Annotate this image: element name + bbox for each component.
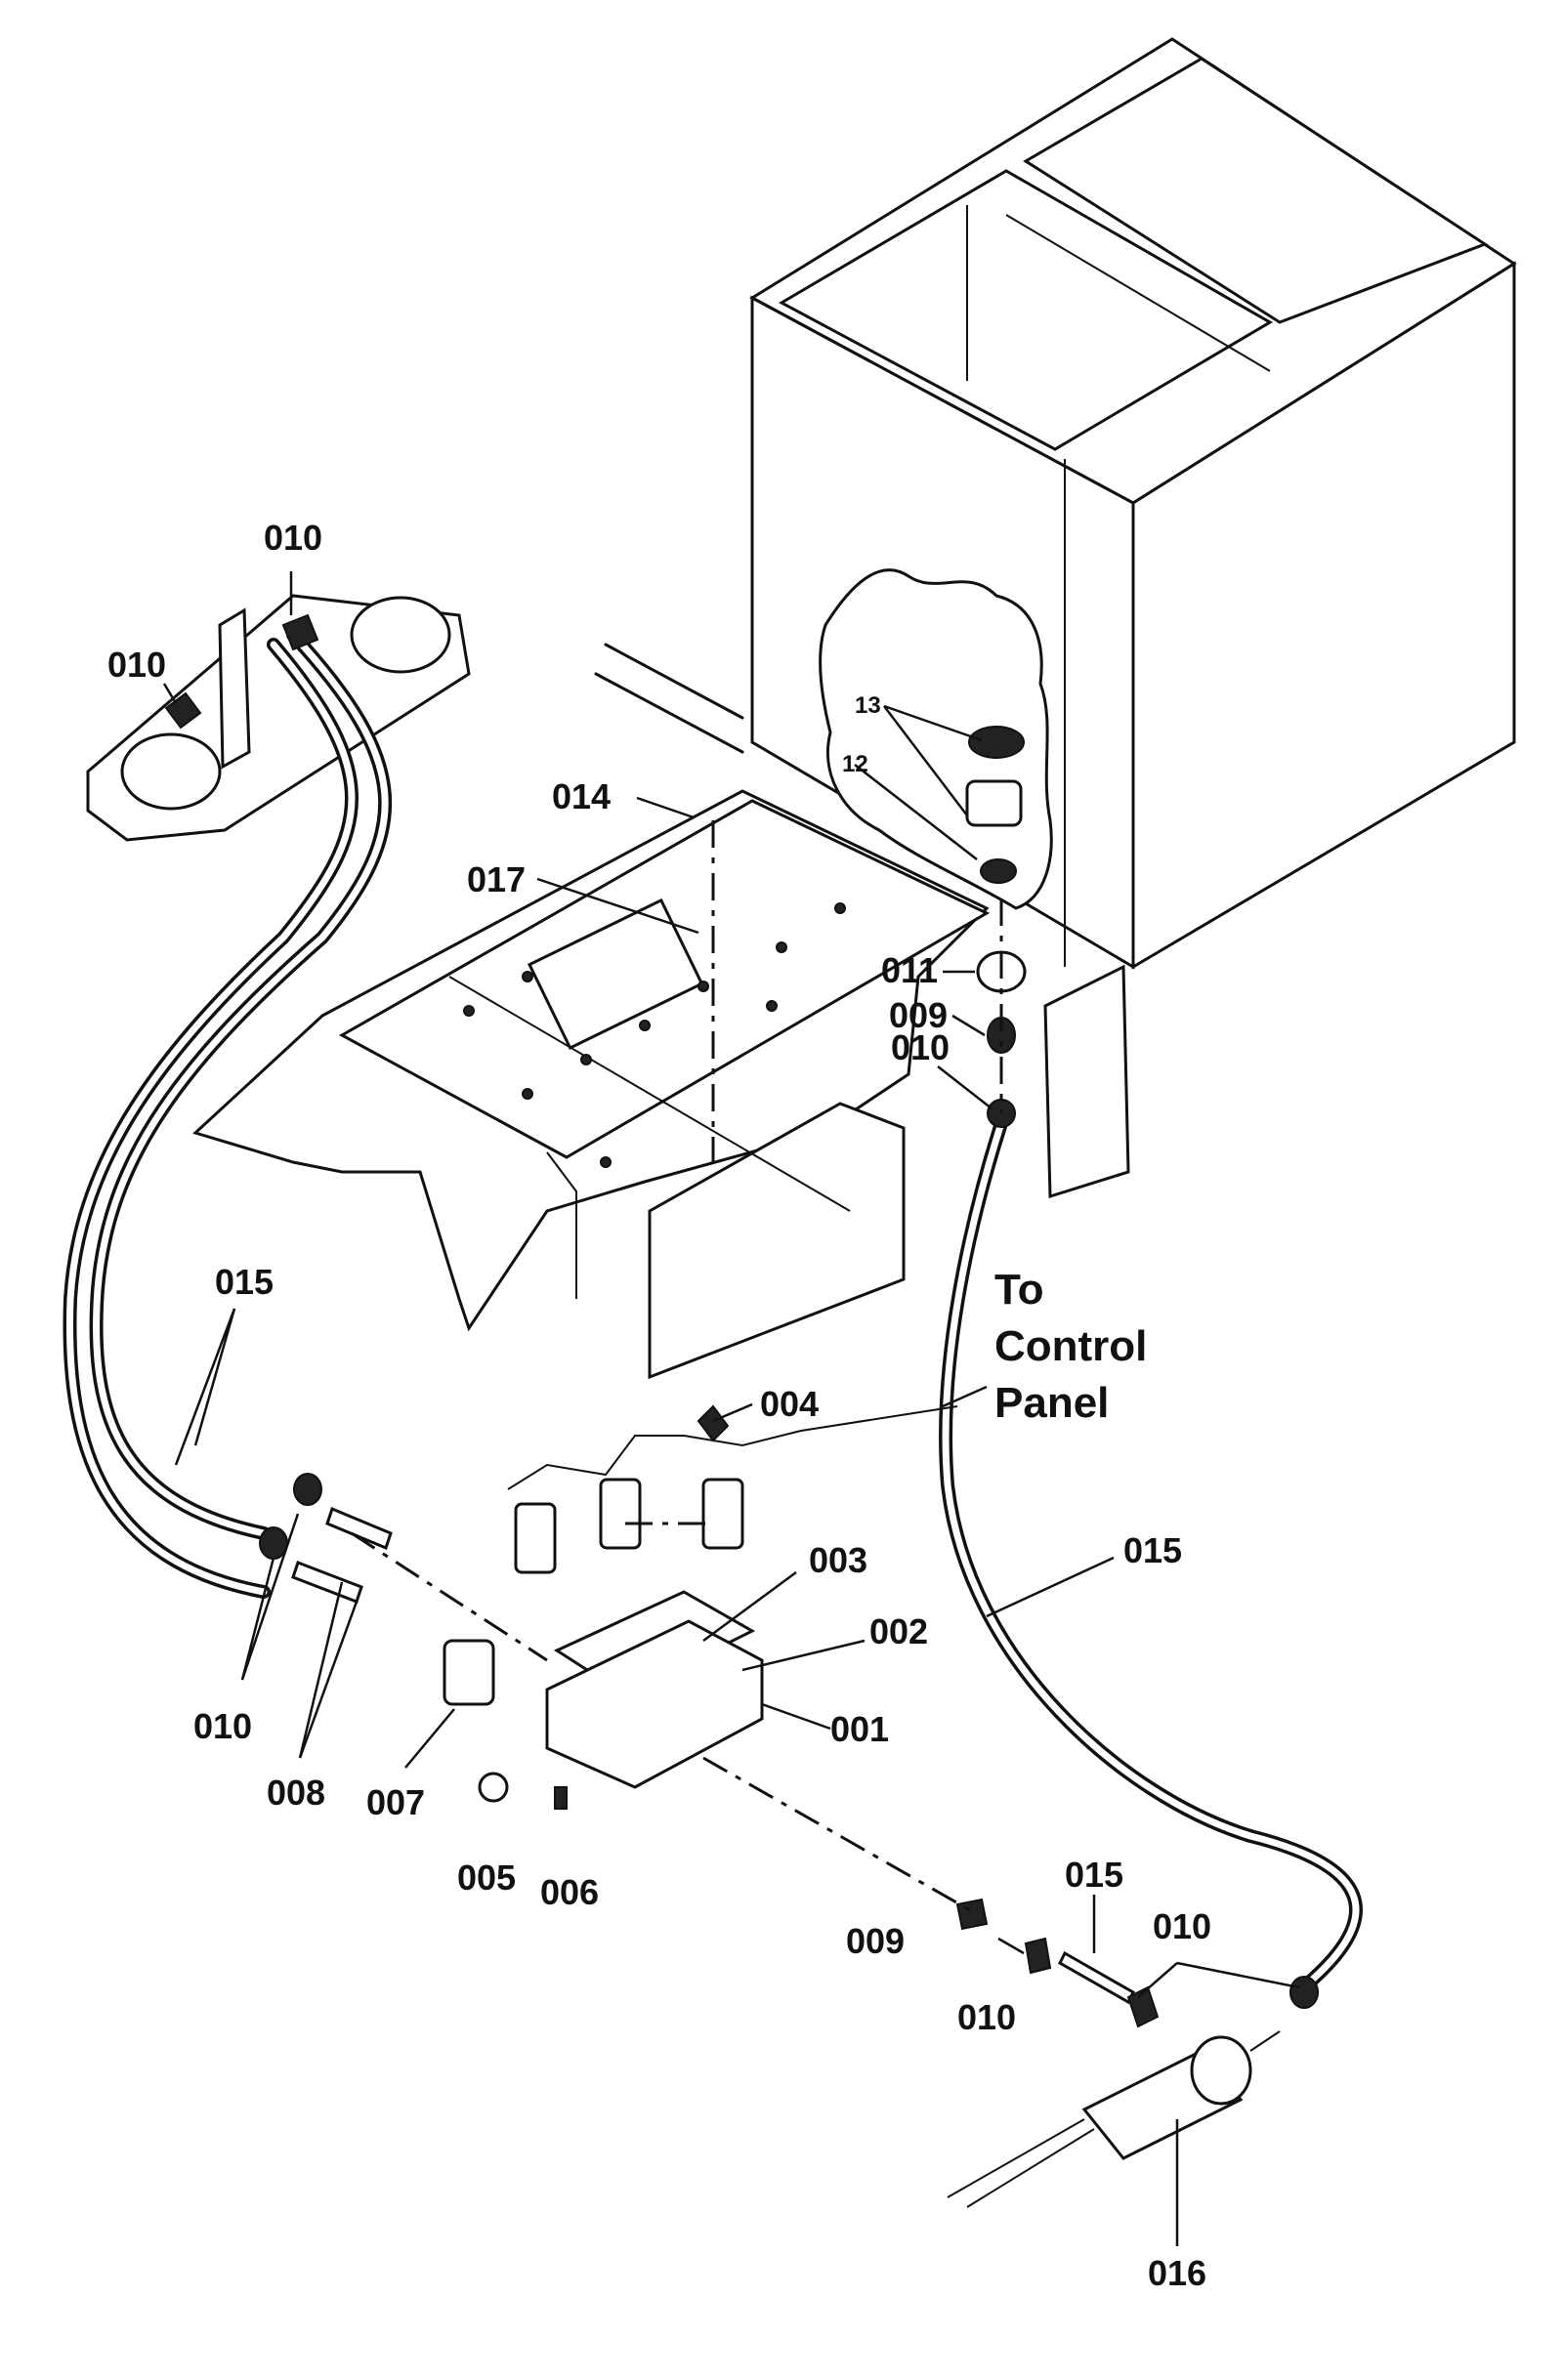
label-011: 011 [881, 950, 938, 990]
part-016-sensor [947, 2030, 1281, 2208]
label-010-mid: 010 [891, 1027, 950, 1067]
mounting-plate [86, 594, 471, 842]
part-labels: 010 010 014 017 13 12 011 009 010 015 00… [107, 518, 1211, 2293]
hoses-015 [63, 628, 1363, 1989]
part-005-plug [478, 1772, 509, 1803]
label-010-bottom-right: 010 [1153, 1906, 1211, 1946]
label-006: 006 [540, 1872, 599, 1912]
label-014: 014 [552, 776, 611, 816]
label-010-top: 010 [264, 518, 322, 558]
part-006-screw [554, 1786, 568, 1810]
part-007-solenoid [443, 1639, 495, 1706]
note-line-3: Panel [994, 1379, 1109, 1427]
label-015-right: 015 [1123, 1530, 1182, 1570]
label-009-mid: 009 [889, 995, 948, 1035]
frame-bolt-holes [463, 902, 846, 1168]
part-009-bottom [955, 1898, 989, 1931]
label-008: 008 [267, 1773, 325, 1813]
label-010-bottom: 010 [957, 1997, 1016, 2037]
label-010-left: 010 [107, 645, 166, 685]
fittings [164, 613, 1319, 2208]
note-line-1: To [994, 1266, 1044, 1314]
part-004-screw [697, 1404, 730, 1442]
cutaway-window [819, 568, 1053, 910]
label-004: 004 [760, 1384, 819, 1424]
label-003: 003 [809, 1540, 867, 1580]
label-015-bottom: 015 [1065, 1855, 1123, 1895]
label-009-bottom: 009 [846, 1921, 905, 1961]
part-12-filler-cap [965, 779, 1023, 827]
label-010-low: 010 [193, 1706, 252, 1746]
control-panel-note: To Control Panel [994, 1266, 1147, 1427]
label-016: 016 [1148, 2253, 1206, 2293]
label-13: 13 [855, 692, 881, 719]
label-001: 001 [830, 1709, 889, 1749]
cabinet [748, 37, 1517, 970]
label-12: 12 [842, 751, 868, 777]
label-005: 005 [457, 1858, 516, 1898]
label-002: 002 [869, 1611, 928, 1651]
leader-lines [162, 571, 1300, 2246]
part-001-block [545, 1619, 764, 1789]
label-007: 007 [366, 1782, 425, 1822]
note-line-2: Control [994, 1322, 1147, 1370]
assembly-lines [351, 820, 1003, 1916]
part-010-bottom [1024, 1937, 1052, 1975]
frame-base [192, 643, 1130, 1380]
part-13-cap-top [968, 726, 1025, 759]
label-015-left: 015 [215, 1262, 274, 1302]
label-017: 017 [467, 859, 526, 899]
